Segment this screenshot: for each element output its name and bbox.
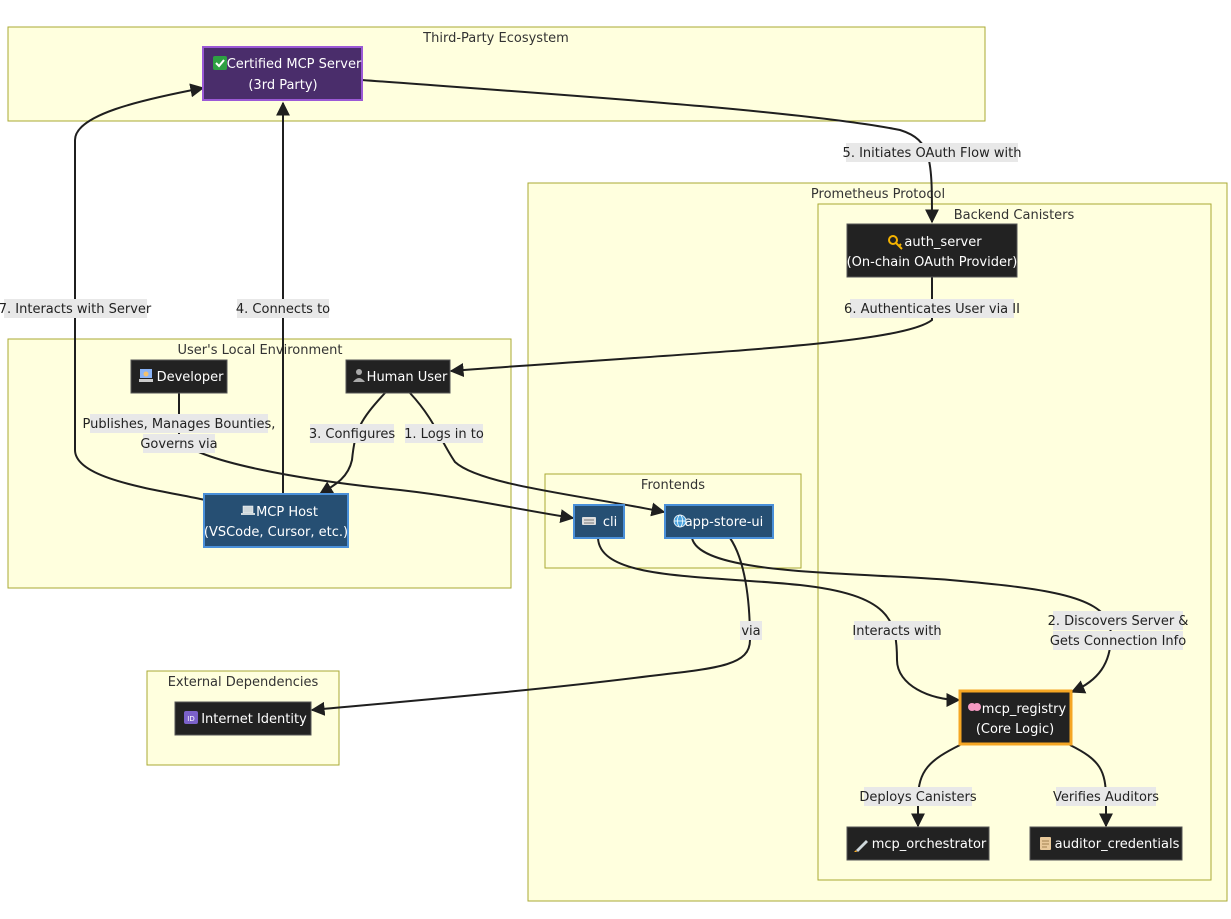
- globe-icon: [673, 514, 687, 528]
- node-auth-server-title: auth_server: [904, 235, 982, 250]
- edge-label-7: 7. Interacts with Server: [0, 299, 152, 318]
- node-certified-mcp-server-subtitle: (3rd Party): [248, 78, 317, 93]
- node-mcp-orchestrator-title: mcp_orchestrator: [872, 837, 987, 852]
- svg-text:5. Initiates OAuth Flow with: 5. Initiates OAuth Flow with: [843, 146, 1022, 161]
- edge-auth-to-human-user: [449, 277, 933, 378]
- node-human-user[interactable]: Human User: [345, 359, 451, 394]
- key-icon: [888, 235, 903, 250]
- cluster-frontends-label: Frontends: [641, 478, 705, 493]
- svg-text:7. Interacts with Server: 7. Interacts with Server: [0, 302, 152, 317]
- node-mcp-host-subtitle: (VSCode, Cursor, etc.): [204, 525, 348, 540]
- node-mcp-registry-subtitle: (Core Logic): [976, 722, 1054, 737]
- cluster-third-party: Third-Party Ecosystem: [7, 26, 986, 122]
- keyboard-icon: [582, 517, 596, 525]
- node-internet-identity[interactable]: ID Internet Identity: [174, 701, 312, 736]
- edge-label-3: 3. Configures: [309, 424, 396, 443]
- svg-text:4. Connects to: 4. Connects to: [236, 302, 330, 317]
- svg-text:1. Logs in to: 1. Logs in to: [404, 427, 484, 442]
- svg-text:Governs via: Governs via: [140, 437, 217, 452]
- edge-label-verifies: Verifies Auditors: [1053, 787, 1159, 806]
- edge-label-6: 6. Authenticates User via II: [844, 299, 1020, 318]
- node-internet-identity-title: Internet Identity: [201, 712, 307, 727]
- cluster-backend-label: Backend Canisters: [954, 208, 1075, 223]
- rocket-icon: [854, 840, 868, 852]
- node-auth-server-subtitle: (On-chain OAuth Provider): [847, 255, 1018, 270]
- node-human-user-title: Human User: [367, 370, 448, 385]
- edge-label-4: 4. Connects to: [236, 299, 330, 318]
- brain-icon: [968, 703, 981, 711]
- svg-text:3. Configures: 3. Configures: [309, 427, 396, 442]
- cluster-external-label: External Dependencies: [168, 675, 319, 690]
- edge-label-cli-registry: Interacts with: [852, 621, 942, 640]
- svg-text:Interacts with: Interacts with: [852, 624, 941, 639]
- edge-label-deploys: Deploys Canisters: [859, 787, 977, 806]
- node-certified-mcp-server-title: Certified MCP Server: [227, 57, 362, 72]
- edge-cli-to-registry: [597, 537, 961, 707]
- node-certified-mcp-server[interactable]: Certified MCP Server (3rd Party): [202, 46, 363, 101]
- cluster-third-party-label: Third-Party Ecosystem: [422, 31, 569, 46]
- cluster-local-env-label: User's Local Environment: [178, 343, 343, 358]
- node-mcp-registry[interactable]: mcp_registry (Core Logic): [958, 689, 1073, 746]
- edge-label-1: 1. Logs in to: [404, 424, 484, 443]
- node-developer-title: Developer: [157, 370, 225, 385]
- node-auditor-credentials-title: auditor_credentials: [1055, 837, 1180, 852]
- node-mcp-host-title: MCP Host: [256, 505, 318, 520]
- node-developer[interactable]: Developer: [130, 359, 228, 394]
- svg-text:2. Discovers Server &: 2. Discovers Server &: [1048, 614, 1189, 629]
- svg-text:Verifies Auditors: Verifies Auditors: [1053, 790, 1159, 805]
- svg-text:Deploys Canisters: Deploys Canisters: [859, 790, 977, 805]
- node-cli[interactable]: cli: [573, 504, 625, 539]
- edge-label-5: 5. Initiates OAuth Flow with: [843, 143, 1022, 162]
- scroll-icon: [1040, 837, 1051, 850]
- edge-label-via: via: [740, 621, 762, 640]
- node-auditor-credentials[interactable]: auditor_credentials: [1029, 826, 1183, 861]
- edge-human-user-to-mcp-host: [318, 392, 386, 495]
- edge-label-2: 2. Discovers Server & Gets Connection In…: [1048, 611, 1189, 650]
- node-mcp-orchestrator[interactable]: mcp_orchestrator: [846, 826, 990, 861]
- id-badge-icon: ID: [184, 711, 198, 724]
- edge-developer-to-cli: [178, 393, 575, 524]
- user-silhouette-icon: [353, 369, 365, 382]
- edge-mcp-host-to-server-interacts: [74, 83, 206, 501]
- node-app-store-ui-title: app-store-ui: [685, 515, 764, 530]
- svg-text:via: via: [741, 624, 760, 639]
- laptop-icon: [241, 505, 255, 515]
- node-auth-server[interactable]: auth_server (On-chain OAuth Provider): [846, 223, 1018, 278]
- check-mark-icon: [213, 56, 227, 70]
- svg-text:6. Authenticates User via II: 6. Authenticates User via II: [844, 302, 1020, 317]
- cluster-prometheus-label: Prometheus Protocol: [811, 187, 945, 202]
- node-mcp-host[interactable]: MCP Host (VSCode, Cursor, etc.): [203, 493, 349, 548]
- svg-text:ID: ID: [187, 715, 194, 723]
- node-app-store-ui[interactable]: app-store-ui: [664, 504, 774, 539]
- edge-label-developer: Publishes, Manages Bounties, Governs via: [83, 414, 276, 453]
- edge-human-user-to-app-store: [409, 392, 666, 517]
- node-mcp-registry-title: mcp_registry: [982, 702, 1067, 717]
- edge-app-store-to-registry: [691, 537, 1112, 694]
- svg-text:Publishes, Manages Bounties,: Publishes, Manages Bounties,: [83, 417, 276, 432]
- technologist-icon: [139, 369, 153, 382]
- svg-text:Gets Connection Info: Gets Connection Info: [1050, 634, 1186, 649]
- node-cli-title: cli: [603, 515, 617, 530]
- edge-app-store-to-internet-identity: [310, 537, 752, 716]
